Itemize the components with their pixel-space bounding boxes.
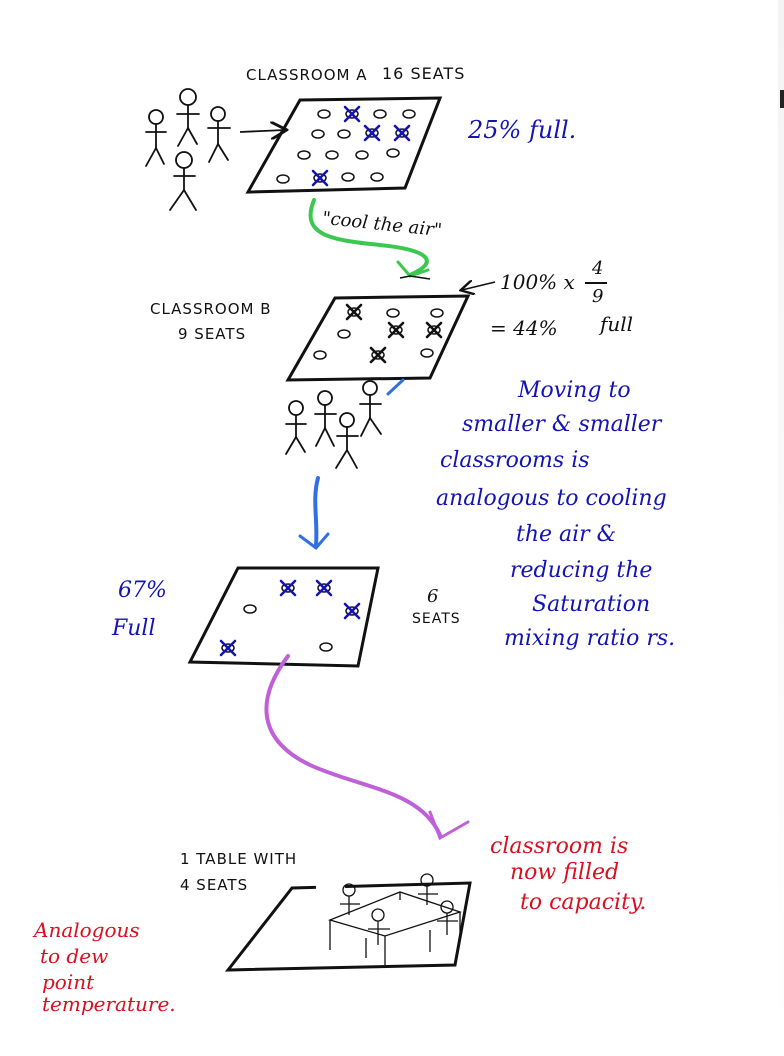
explanation-line-6: reducing the — [510, 558, 653, 583]
dew-note-line-4: temperature. — [42, 992, 176, 1016]
classroom-c-fill-word: Full — [112, 616, 156, 641]
calc-fraction-denominator: 9 — [592, 286, 604, 307]
classroom-b-title: CLASSROOM B — [150, 300, 272, 318]
capacity-note-line-2: now filled — [510, 860, 620, 885]
occupied-seats-c — [219, 579, 361, 657]
explanation-line-7: Saturation — [532, 592, 651, 617]
stick-figure — [335, 412, 359, 469]
capacity-note-line-1: classroom is — [490, 834, 629, 859]
green-cooling-arrow — [308, 198, 429, 277]
capacity-note-line-3: to capacity. — [520, 890, 647, 915]
dew-note-line-2: to dew — [40, 944, 109, 968]
classroom-c-fill: 67% — [118, 578, 167, 603]
calc-line-1: 100% x — [500, 270, 575, 294]
classroom-b-floor — [285, 294, 471, 382]
stick-figure — [169, 151, 197, 211]
classroom-a-fill: 25% full. — [468, 116, 577, 144]
explanation-line-8: mixing ratio rs. — [504, 626, 676, 651]
stick-figure — [359, 380, 382, 437]
table-with-four-seats — [328, 873, 463, 965]
table-room-floor — [224, 873, 472, 972]
calc-full: full — [600, 312, 634, 336]
occupied-seats-a — [311, 105, 411, 187]
students-group-b — [285, 380, 382, 469]
students-group-a — [145, 88, 231, 211]
occupied-seats-b — [345, 303, 443, 364]
classroom-c-floor — [187, 566, 380, 668]
stick-figure — [207, 106, 231, 163]
fraction-bar — [585, 282, 607, 284]
classroom-a-title: CLASSROOM A — [246, 66, 368, 84]
dew-note-line-1: Analogous — [34, 918, 140, 942]
page-edge — [778, 0, 784, 1056]
stick-figure — [176, 88, 200, 147]
explanation-line-3: classrooms is — [440, 448, 590, 473]
arrow-to-classroom-a — [239, 130, 285, 132]
stick-figure — [145, 109, 167, 167]
explanation-line-4: analogous to cooling — [436, 486, 667, 511]
classroom-b-seats: 9 SEATS — [178, 325, 247, 343]
blue-arrow-down — [313, 476, 320, 547]
purple-arrow-down — [264, 654, 442, 837]
classroom-a-floor — [245, 96, 443, 194]
stick-figure — [314, 390, 337, 447]
classroom-c-seats-word: SEATS — [412, 611, 461, 627]
explanation-line-2: smaller & smaller — [462, 412, 662, 437]
page-edge-mark — [780, 90, 784, 108]
table-label-line-1: 1 TABLE WITH — [180, 850, 298, 868]
classroom-a-seats: 16 SEATS — [382, 64, 466, 83]
classroom-c-seats-number: 6 — [427, 586, 439, 607]
table-label-line-2: 4 SEATS — [180, 876, 249, 894]
calc-fraction-numerator: 4 — [592, 258, 604, 279]
explanation-line-1: Moving to — [518, 378, 631, 403]
calc-pointer-arrow — [462, 282, 496, 290]
dew-note-line-3: point — [42, 970, 95, 994]
stick-figure — [285, 400, 307, 455]
calc-line-2: = 44% — [490, 316, 558, 340]
explanation-line-5: the air & — [516, 522, 617, 547]
